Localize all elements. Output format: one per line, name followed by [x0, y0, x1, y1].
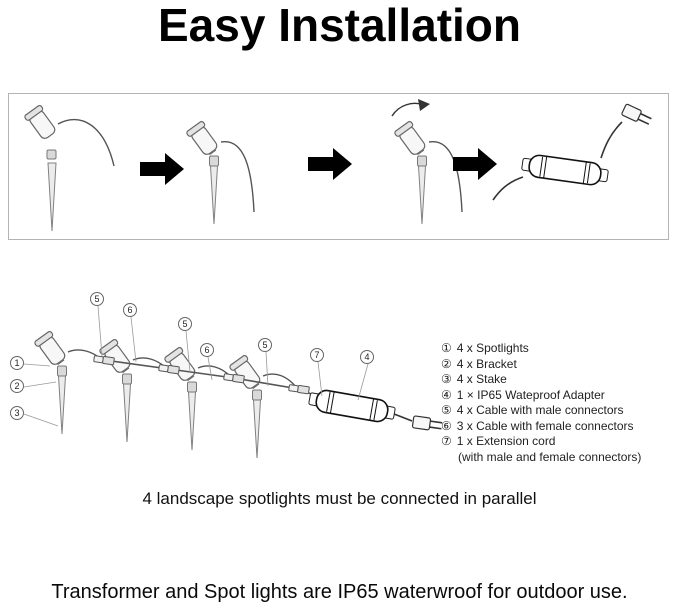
spotlight-1: [33, 330, 70, 435]
part-label: 4 x Bracket: [456, 356, 517, 371]
page-title: Easy Installation: [157, 0, 521, 51]
parts-list-item: ⑥ 3 x Cable with female connectors: [441, 419, 677, 435]
parts-list: ① 4 x Spotlights ② 4 x Bracket ③ 4 x Sta…: [441, 341, 677, 465]
spotlight-2: [98, 338, 135, 443]
waterproof-adapter: [520, 152, 610, 188]
power-plug-icon: [620, 102, 654, 128]
part-number: ③: [441, 372, 452, 386]
step-arrow-icon: [453, 148, 497, 180]
spotlight-3: [163, 346, 200, 451]
parts-list-item: ⑦ 1 x Extension cord: [441, 434, 677, 450]
callout-male-cable: 5: [90, 292, 104, 306]
spotlight-4: [228, 354, 265, 459]
part-label: 4 x Spotlights: [456, 341, 529, 355]
part-number: ⑦: [441, 434, 452, 448]
parts-list-item: ① 4 x Spotlights: [441, 341, 677, 357]
part-number: ②: [441, 356, 452, 371]
part-label: 1 × IP65 Wateproof Adapter: [456, 387, 605, 402]
step-1-spotlight-and-stake: [24, 105, 115, 232]
part-label: 4 x Stake: [456, 372, 507, 386]
part-label: 3 x Cable with female connectors: [456, 418, 634, 433]
callout-male-cable: 5: [258, 338, 272, 352]
part-label: 1 x Extension cord: [456, 434, 556, 448]
parallel-wiring-diagram: [23, 305, 444, 459]
callout-spotlight: 1: [10, 356, 24, 370]
part-number: ⑤: [441, 403, 452, 417]
parts-list-item: ② 4 x Bracket: [441, 357, 677, 373]
parts-list-item: ③ 4 x Stake: [441, 372, 677, 388]
callout-adapter: 4: [360, 350, 374, 364]
step-arrow-icon: [308, 148, 352, 180]
step-2-assembled-spotlight: [185, 120, 255, 225]
part-number: ④: [441, 387, 452, 402]
parts-list-item: ⑤ 4 x Cable with male connectors: [441, 403, 677, 419]
waterproof-note: Transformer and Spot lights are IP65 wat…: [51, 581, 628, 603]
callout-leader-lines: [23, 305, 369, 427]
step-arrow-icon: [140, 153, 184, 185]
waterproof-adapter: [306, 386, 398, 426]
part-label-continuation: (with male and female connectors): [458, 449, 642, 464]
parts-list-item: ④ 1 × IP65 Wateproof Adapter: [441, 388, 677, 404]
callout-male-cable: 5: [178, 317, 192, 331]
parallel-connection-caption: 4 landscape spotlights must be connected…: [142, 489, 537, 508]
step-4-adapter-and-plug: [492, 102, 654, 201]
callout-bracket: 2: [10, 379, 24, 393]
callout-stake: 3: [10, 406, 24, 420]
callout-extension-cord: 7: [310, 348, 324, 362]
part-number: ①: [441, 341, 452, 355]
callout-female-cable: 6: [200, 343, 214, 357]
cable-connector: [288, 383, 310, 395]
step-3-adjust-angle: [391, 99, 463, 225]
callout-female-cable: 6: [123, 303, 137, 317]
power-plug-icon: [411, 415, 444, 433]
part-label: 4 x Cable with male connectors: [456, 403, 624, 417]
part-number: ⑥: [441, 418, 452, 433]
